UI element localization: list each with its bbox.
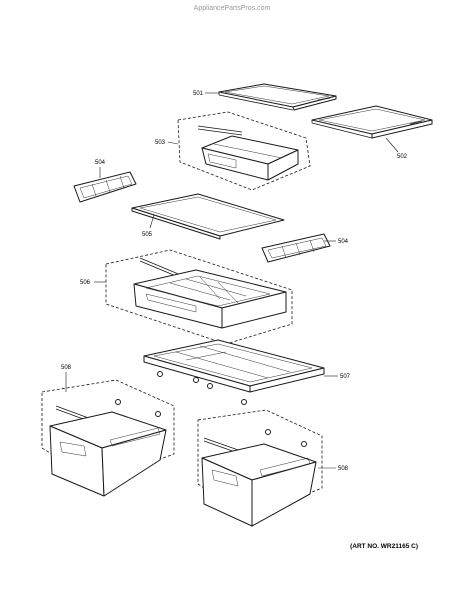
leader-505 [149,214,155,229]
callout-508b: 508 [338,466,349,472]
watermark: AppliancePartsPros.com [194,5,271,12]
part-505-glass[interactable] [131,193,285,240]
part-501-shelf[interactable] [218,83,337,111]
group-508-right-outline [197,409,323,519]
part-508-left-crisper[interactable] [49,399,167,497]
group-503-outline [177,111,311,191]
callout-502: 502 [397,154,408,160]
callout-508a: 508 [61,365,72,371]
art-number: (ART NO. WR21165 C) [350,543,418,550]
group-508-left-outline [41,379,175,483]
part-508-right-crisper[interactable] [201,429,317,527]
leader-502 [385,137,399,153]
callout-505: 505 [142,232,153,238]
part-504-right-bracket[interactable] [261,233,331,263]
callout-506a: 506 [80,280,91,286]
part-506-pan[interactable] [133,257,287,329]
part-502-shelf[interactable] [311,105,433,139]
part-503-pan[interactable] [197,125,299,181]
callout-503: 503 [155,140,166,146]
group-506-outline [105,249,293,345]
leader-503 [167,141,179,145]
part-507-frame[interactable] [143,339,325,405]
callout-507: 507 [340,374,351,380]
callout-504b: 504 [338,239,349,245]
callout-501: 501 [193,91,204,97]
callout-504a: 504 [95,160,106,166]
part-504-left-bracket[interactable] [73,171,137,203]
